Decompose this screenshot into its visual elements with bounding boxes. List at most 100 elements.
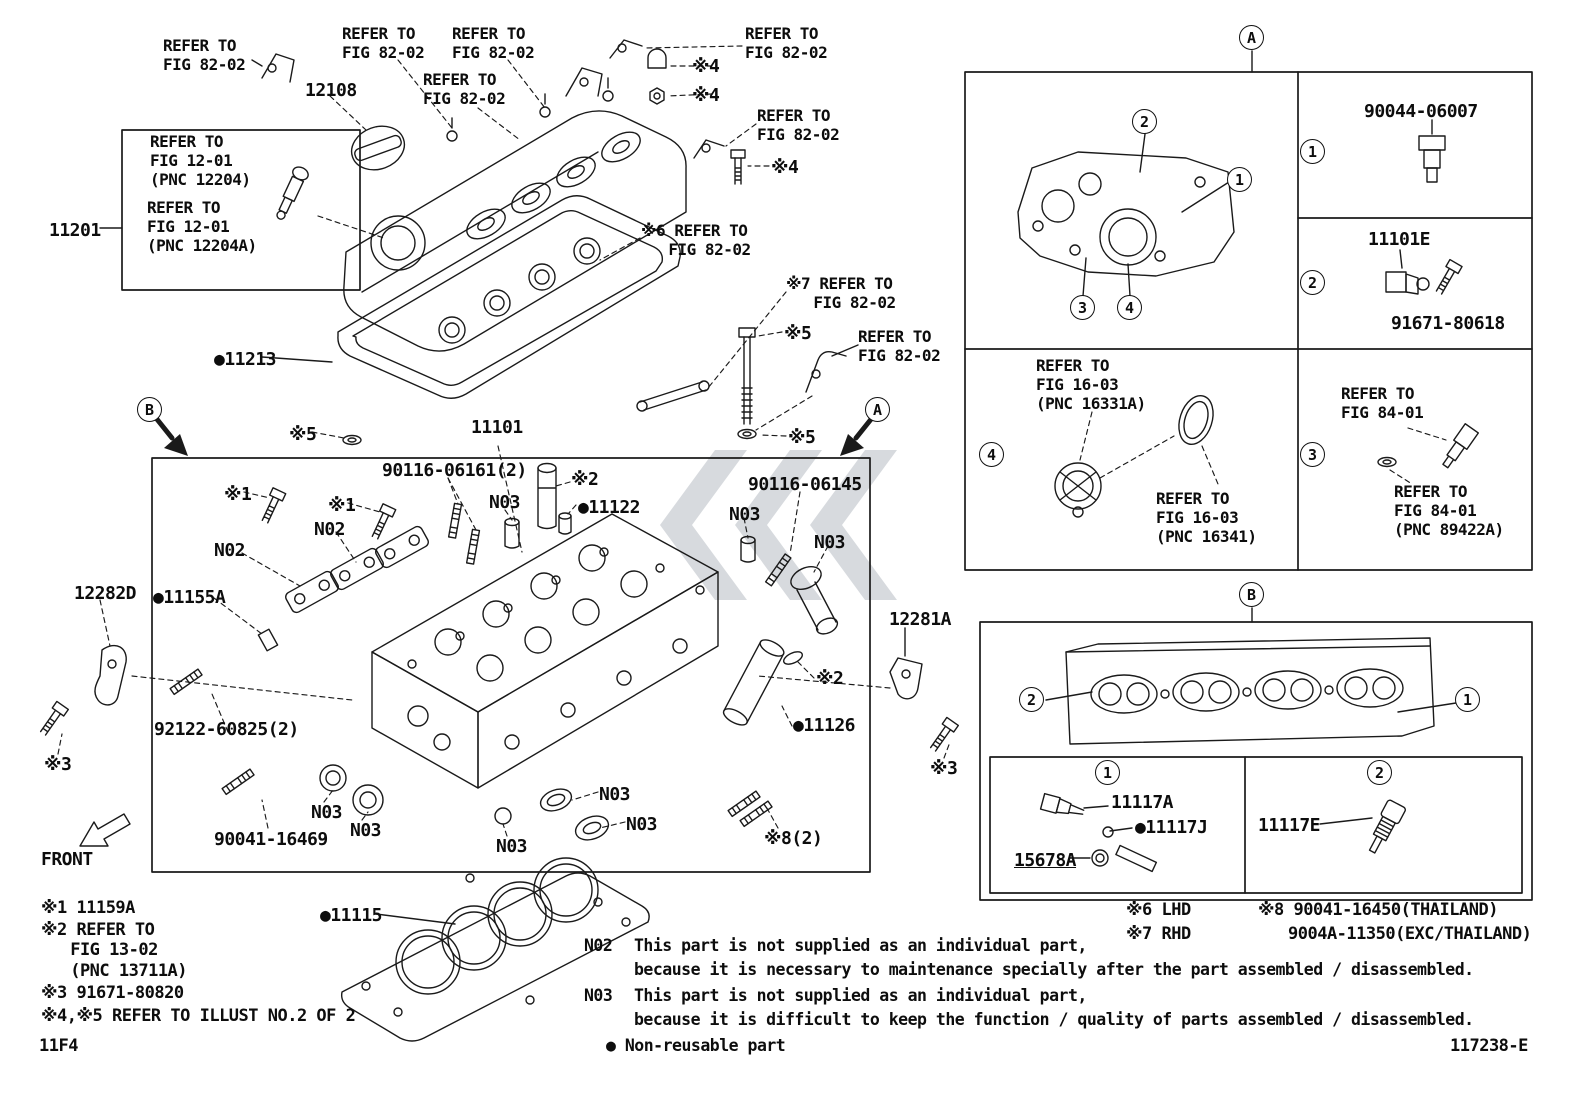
marker-n03: N03 — [729, 504, 761, 525]
marker-star1: ※1 — [328, 495, 356, 516]
sensor-90044-drawing — [1418, 135, 1446, 183]
label-part-11117e: 11117E — [1258, 815, 1321, 836]
marker-star4: ※4 — [771, 157, 799, 178]
head-gasket-drawing — [340, 857, 650, 1042]
ref-fig-16-03-pnc16341: REFER TO FIG 16-03 (PNC 16341) — [1156, 489, 1257, 547]
oil-cap-drawing — [350, 125, 406, 171]
footnote-star2: ※2 REFER TO FIG 13-02 (PNC 13711A) — [41, 920, 188, 981]
footnote-star7-rhd: ※7 RHD — [1126, 924, 1191, 944]
callout-1-table: 1 — [1095, 760, 1120, 785]
top-bracket-drawings — [261, 39, 847, 412]
marker-star3: ※3 — [930, 758, 958, 779]
marker-n02: N02 — [314, 519, 346, 540]
callout-2-panel-b: 2 — [1019, 687, 1044, 712]
marker-star8: ※8(2) — [764, 828, 823, 849]
marker-n03: N03 — [496, 836, 528, 857]
sensor-11101e-drawing — [1385, 271, 1430, 295]
label-part-11122: ●11122 — [578, 497, 641, 518]
ref-fig-12-01-pnc12204a: REFER TO FIG 12-01 (PNC 12204A) — [147, 198, 257, 256]
label-part-92122-60825: 92122-60825(2) — [154, 719, 299, 740]
footnote-star8-exc-thailand: 9004A-11350(EXC/THAILAND) — [1288, 924, 1532, 944]
label-part-91671-80618: 91671-80618 — [1391, 313, 1505, 334]
sensor-11117a-drawing — [1039, 792, 1085, 815]
marker-star3: ※3 — [44, 754, 72, 775]
note-n02-label: N02 — [584, 936, 613, 955]
callout-1-column: 1 — [1300, 139, 1325, 164]
frames — [121, 50, 1533, 901]
callout-2-column: 2 — [1300, 270, 1325, 295]
callout-1-head-view: 1 — [1227, 167, 1252, 192]
marker-n02: N02 — [214, 540, 246, 561]
callout-b-panel: B — [1239, 582, 1264, 607]
marker-n03: N03 — [489, 492, 521, 513]
doc-number: 117238-E — [1450, 1036, 1528, 1056]
marker-star2: ※2 — [571, 469, 599, 490]
callout-a-panel: A — [1239, 25, 1264, 50]
panel-b-artwork — [1039, 637, 1435, 873]
label-part-11201: 11201 — [49, 220, 101, 241]
ref-fig-82-02: REFER TO FIG 82-02 — [423, 70, 506, 109]
camshaft-cap-drawings — [257, 525, 429, 652]
thermostat-drawing — [1054, 462, 1102, 518]
label-part-11155a: ●11155A — [153, 587, 226, 608]
marker-star4: ※4 — [692, 85, 720, 106]
note-n03-line1: This part is not supplied as an individu… — [634, 986, 1087, 1005]
footnote-star8-thailand: ※8 90041-16450(THAILAND) — [1258, 900, 1498, 920]
label-part-90116-06161: 90116-06161(2) — [382, 460, 527, 481]
label-part-11101: 11101 — [471, 417, 523, 438]
bracket-12282d-drawing — [94, 644, 127, 706]
hardware-drawings — [36, 39, 960, 841]
seal-ring-drawing — [1178, 395, 1214, 445]
callout-4-thermostat: 4 — [979, 442, 1004, 467]
ref-fig-12-01-pnc12204: REFER TO FIG 12-01 (PNC 12204) — [150, 132, 251, 190]
valve-cover-drawing — [343, 77, 687, 352]
footnote-star4-star5: ※4,※5 REFER TO ILLUST NO.2 OF 2 — [41, 1006, 356, 1026]
spark-plug-tube-drawing — [722, 639, 785, 726]
dashed-leader-lines — [57, 45, 1447, 837]
sensor-fig8401-drawing — [1442, 423, 1480, 469]
ref-star6-fig-82-02: ※6 REFER TO FIG 82-02 — [641, 221, 751, 260]
note-n02-line1: This part is not supplied as an individu… — [634, 936, 1087, 955]
marker-star5: ※5 — [289, 424, 317, 445]
ref-fig-82-02: REFER TO FIG 82-02 — [342, 24, 425, 63]
valve-cover-gasket-drawing — [337, 195, 681, 399]
ref-star7-fig-82-02: ※7 REFER TO FIG 82-02 — [786, 274, 896, 313]
marker-star4: ※4 — [692, 56, 720, 77]
label-part-90041-16469: 90041-16469 — [214, 829, 328, 850]
callout-3-column: 3 — [1300, 442, 1325, 467]
marker-star1: ※1 — [224, 484, 252, 505]
footnote-star3: ※3 91671-80820 — [41, 983, 184, 1003]
label-part-12108: 12108 — [305, 80, 357, 101]
label-part-90116-06145: 90116-06145 — [748, 474, 862, 495]
marker-star2: ※2 — [816, 668, 844, 689]
ref-fig-84-01-pnc89422a: REFER TO FIG 84-01 (PNC 89422A) — [1394, 482, 1504, 540]
callout-1-panel-b: 1 — [1455, 687, 1480, 712]
label-part-12282d: 12282D — [74, 583, 137, 604]
label-part-11117j: ●11117J — [1135, 817, 1208, 838]
union-15678a-drawing — [1091, 844, 1158, 873]
leader-lines — [79, 59, 1457, 925]
marker-star5: ※5 — [788, 427, 816, 448]
cylinder-head-drawing — [371, 513, 719, 789]
ref-fig-82-02: REFER TO FIG 82-02 — [745, 24, 828, 63]
ref-fig-84-01: REFER TO FIG 84-01 — [1341, 384, 1424, 423]
page-code: 11F4 — [39, 1036, 78, 1056]
label-part-15678a[interactable]: 15678A — [1014, 850, 1077, 871]
marker-n03: N03 — [599, 784, 631, 805]
label-part-90044-06007: 90044-06007 — [1364, 101, 1478, 122]
label-part-11115: ●11115 — [320, 905, 383, 926]
marker-n03: N03 — [350, 820, 382, 841]
marker-star5: ※5 — [784, 323, 812, 344]
label-part-11126: ●11126 — [793, 715, 856, 736]
callout-a-main: A — [865, 397, 890, 422]
ref-fig-82-02: REFER TO FIG 82-02 — [757, 106, 840, 145]
note-n03-line2: because it is difficult to keep the func… — [634, 1010, 1474, 1029]
note-n02-line2: because it is necessary to maintenance s… — [634, 960, 1474, 979]
water-outlet-drawing — [790, 565, 839, 635]
callout-2-table: 2 — [1367, 760, 1392, 785]
ref-fig-16-03-pnc16331a: REFER TO FIG 16-03 (PNC 16331A) — [1036, 356, 1146, 414]
callout-3-head-view: 3 — [1070, 295, 1095, 320]
label-part-11213: ●11213 — [214, 349, 277, 370]
